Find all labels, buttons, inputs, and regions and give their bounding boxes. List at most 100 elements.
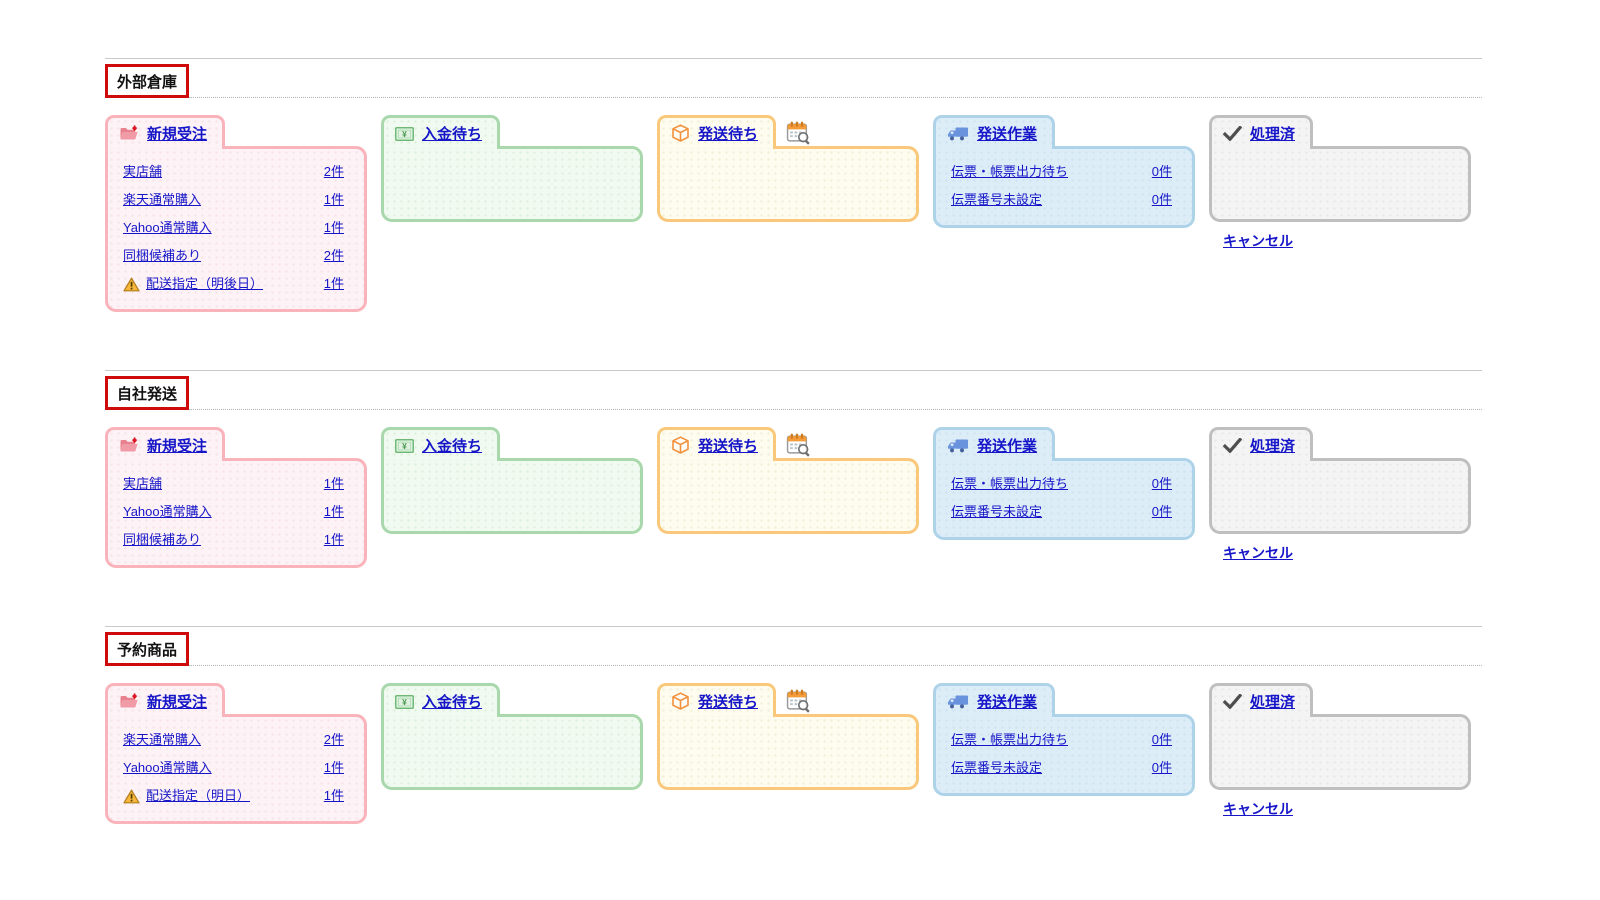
column-ship-wait: 発送待ち <box>657 115 919 222</box>
item-link[interactable]: 実店舗 <box>123 164 163 179</box>
item-count-link[interactable]: 1件 <box>323 220 344 235</box>
processed-link[interactable]: 処理済 <box>1250 694 1296 711</box>
cancel-link[interactable]: キャンセル <box>1223 545 1293 561</box>
item-count-link[interactable]: 2件 <box>323 248 344 263</box>
list-item-warning: 配送指定（明日） 1件 <box>123 782 344 810</box>
item-link[interactable]: 配送指定（明後日） <box>146 276 264 291</box>
section-title: 外部倉庫 <box>105 64 190 98</box>
column-ship-work: 発送作業 伝票・帳票出力待ち 0件 伝票番号未設定 0件 <box>933 427 1195 540</box>
item-link[interactable]: 同梱候補あり <box>123 248 202 263</box>
item-link[interactable]: 伝票・帳票出力待ち <box>951 164 1069 179</box>
card-tab-new-orders: 新規受注 <box>105 427 226 461</box>
item-link[interactable]: 伝票・帳票出力待ち <box>951 732 1069 747</box>
warning-icon <box>123 789 140 804</box>
card-row: 新規受注 楽天通常購入 2件 Yahoo通常購入 1件 <box>105 683 1482 824</box>
card-payment-wait: ¥ 入金待ち <box>381 115 643 222</box>
item-count-link[interactable]: 0件 <box>1151 476 1172 491</box>
card-body-ship-wait <box>657 458 919 534</box>
svg-text:¥: ¥ <box>402 129 407 139</box>
item-link[interactable]: 伝票番号未設定 <box>951 504 1043 519</box>
svg-text:¥: ¥ <box>402 697 407 707</box>
card-body-ship-wait <box>657 714 919 790</box>
column-processed: 処理済 キャンセル <box>1209 115 1471 251</box>
calendar-search-icon[interactable] <box>786 120 811 145</box>
item-link[interactable]: 伝票・帳票出力待ち <box>951 476 1069 491</box>
column-ship-work: 発送作業 伝票・帳票出力待ち 0件 伝票番号未設定 0件 <box>933 115 1195 228</box>
item-count-link[interactable]: 0件 <box>1151 760 1172 775</box>
calendar-search-icon[interactable] <box>786 432 811 457</box>
card-body-processed <box>1209 714 1471 790</box>
list-item: Yahoo通常購入 1件 <box>123 498 344 526</box>
item-link[interactable]: 伝票番号未設定 <box>951 192 1043 207</box>
item-link[interactable]: Yahoo通常購入 <box>123 760 212 775</box>
payment-wait-link[interactable]: 入金待ち <box>422 126 483 143</box>
item-link[interactable]: 同梱候補あり <box>123 532 202 547</box>
item-count-link[interactable]: 2件 <box>323 164 344 179</box>
item-count-link[interactable]: 0件 <box>1151 192 1172 207</box>
item-count-link[interactable]: 1件 <box>323 476 344 491</box>
card-tab-ship-wait: 発送待ち <box>657 427 777 461</box>
new-orders-link[interactable]: 新規受注 <box>147 126 208 143</box>
check-icon <box>1223 694 1242 709</box>
list-item: 実店舗 1件 <box>123 470 344 498</box>
ship-wait-link[interactable]: 発送待ち <box>698 126 759 143</box>
ship-work-link[interactable]: 発送作業 <box>977 438 1038 455</box>
card-processed: 処理済 <box>1209 683 1471 790</box>
cancel-link[interactable]: キャンセル <box>1223 233 1293 249</box>
card-tab-ship-work: 発送作業 <box>933 115 1056 149</box>
money-icon: ¥ <box>395 438 414 453</box>
card-new-orders: 新規受注 楽天通常購入 2件 Yahoo通常購入 1件 <box>105 683 367 824</box>
money-icon: ¥ <box>395 694 414 709</box>
card-tab-processed: 処理済 <box>1209 683 1314 717</box>
ship-work-link[interactable]: 発送作業 <box>977 126 1038 143</box>
item-count-link[interactable]: 2件 <box>323 732 344 747</box>
card-tab-payment-wait: ¥ 入金待ち <box>381 427 501 461</box>
column-payment-wait: ¥ 入金待ち <box>381 683 643 790</box>
money-icon: ¥ <box>395 126 414 141</box>
card-ship-work: 発送作業 伝票・帳票出力待ち 0件 伝票番号未設定 0件 <box>933 683 1195 796</box>
item-link[interactable]: 楽天通常購入 <box>123 192 202 207</box>
card-tab-ship-wait: 発送待ち <box>657 683 777 717</box>
warning-icon <box>123 277 140 292</box>
item-link[interactable]: 伝票番号未設定 <box>951 760 1043 775</box>
processed-link[interactable]: 処理済 <box>1250 126 1296 143</box>
check-icon <box>1223 126 1242 141</box>
item-link[interactable]: 楽天通常購入 <box>123 732 202 747</box>
item-count-link[interactable]: 0件 <box>1151 732 1172 747</box>
item-count-link[interactable]: 1件 <box>323 504 344 519</box>
card-body-new-orders: 実店舗 1件 Yahoo通常購入 1件 同梱候補あり 1件 <box>105 458 367 568</box>
item-count-link[interactable]: 1件 <box>323 532 344 547</box>
card-ship-work: 発送作業 伝票・帳票出力待ち 0件 伝票番号未設定 0件 <box>933 115 1195 228</box>
list-item: Yahoo通常購入 1件 <box>123 754 344 782</box>
folder-new-orders-icon <box>119 437 139 454</box>
item-count-link[interactable]: 0件 <box>1151 164 1172 179</box>
item-count-link[interactable]: 1件 <box>323 760 344 775</box>
payment-wait-link[interactable]: 入金待ち <box>422 438 483 455</box>
calendar-search-icon[interactable] <box>786 688 811 713</box>
column-payment-wait: ¥ 入金待ち <box>381 115 643 222</box>
cancel-link[interactable]: キャンセル <box>1223 801 1293 817</box>
ship-wait-link[interactable]: 発送待ち <box>698 694 759 711</box>
item-count-link[interactable]: 1件 <box>323 788 344 803</box>
column-processed: 処理済 キャンセル <box>1209 683 1471 819</box>
new-orders-link[interactable]: 新規受注 <box>147 438 208 455</box>
card-tab-processed: 処理済 <box>1209 427 1314 461</box>
new-orders-link[interactable]: 新規受注 <box>147 694 208 711</box>
item-count-link[interactable]: 0件 <box>1151 504 1172 519</box>
item-link[interactable]: 実店舗 <box>123 476 163 491</box>
item-count-link[interactable]: 1件 <box>323 192 344 207</box>
payment-wait-link[interactable]: 入金待ち <box>422 694 483 711</box>
ship-work-link[interactable]: 発送作業 <box>977 694 1038 711</box>
package-icon <box>671 692 690 711</box>
list-item: 伝票・帳票出力待ち 0件 <box>951 470 1172 498</box>
processed-link[interactable]: 処理済 <box>1250 438 1296 455</box>
card-body-ship-work: 伝票・帳票出力待ち 0件 伝票番号未設定 0件 <box>933 146 1195 228</box>
item-link[interactable]: Yahoo通常購入 <box>123 220 212 235</box>
section-reserved-products: 予約商品 新規受注 楽天通常購入 <box>105 626 1482 824</box>
list-item-warning: 配送指定（明後日） 1件 <box>123 270 344 298</box>
ship-wait-link[interactable]: 発送待ち <box>698 438 759 455</box>
item-link[interactable]: 配送指定（明日） <box>146 788 251 803</box>
item-count-link[interactable]: 1件 <box>323 276 344 291</box>
item-link[interactable]: Yahoo通常購入 <box>123 504 212 519</box>
